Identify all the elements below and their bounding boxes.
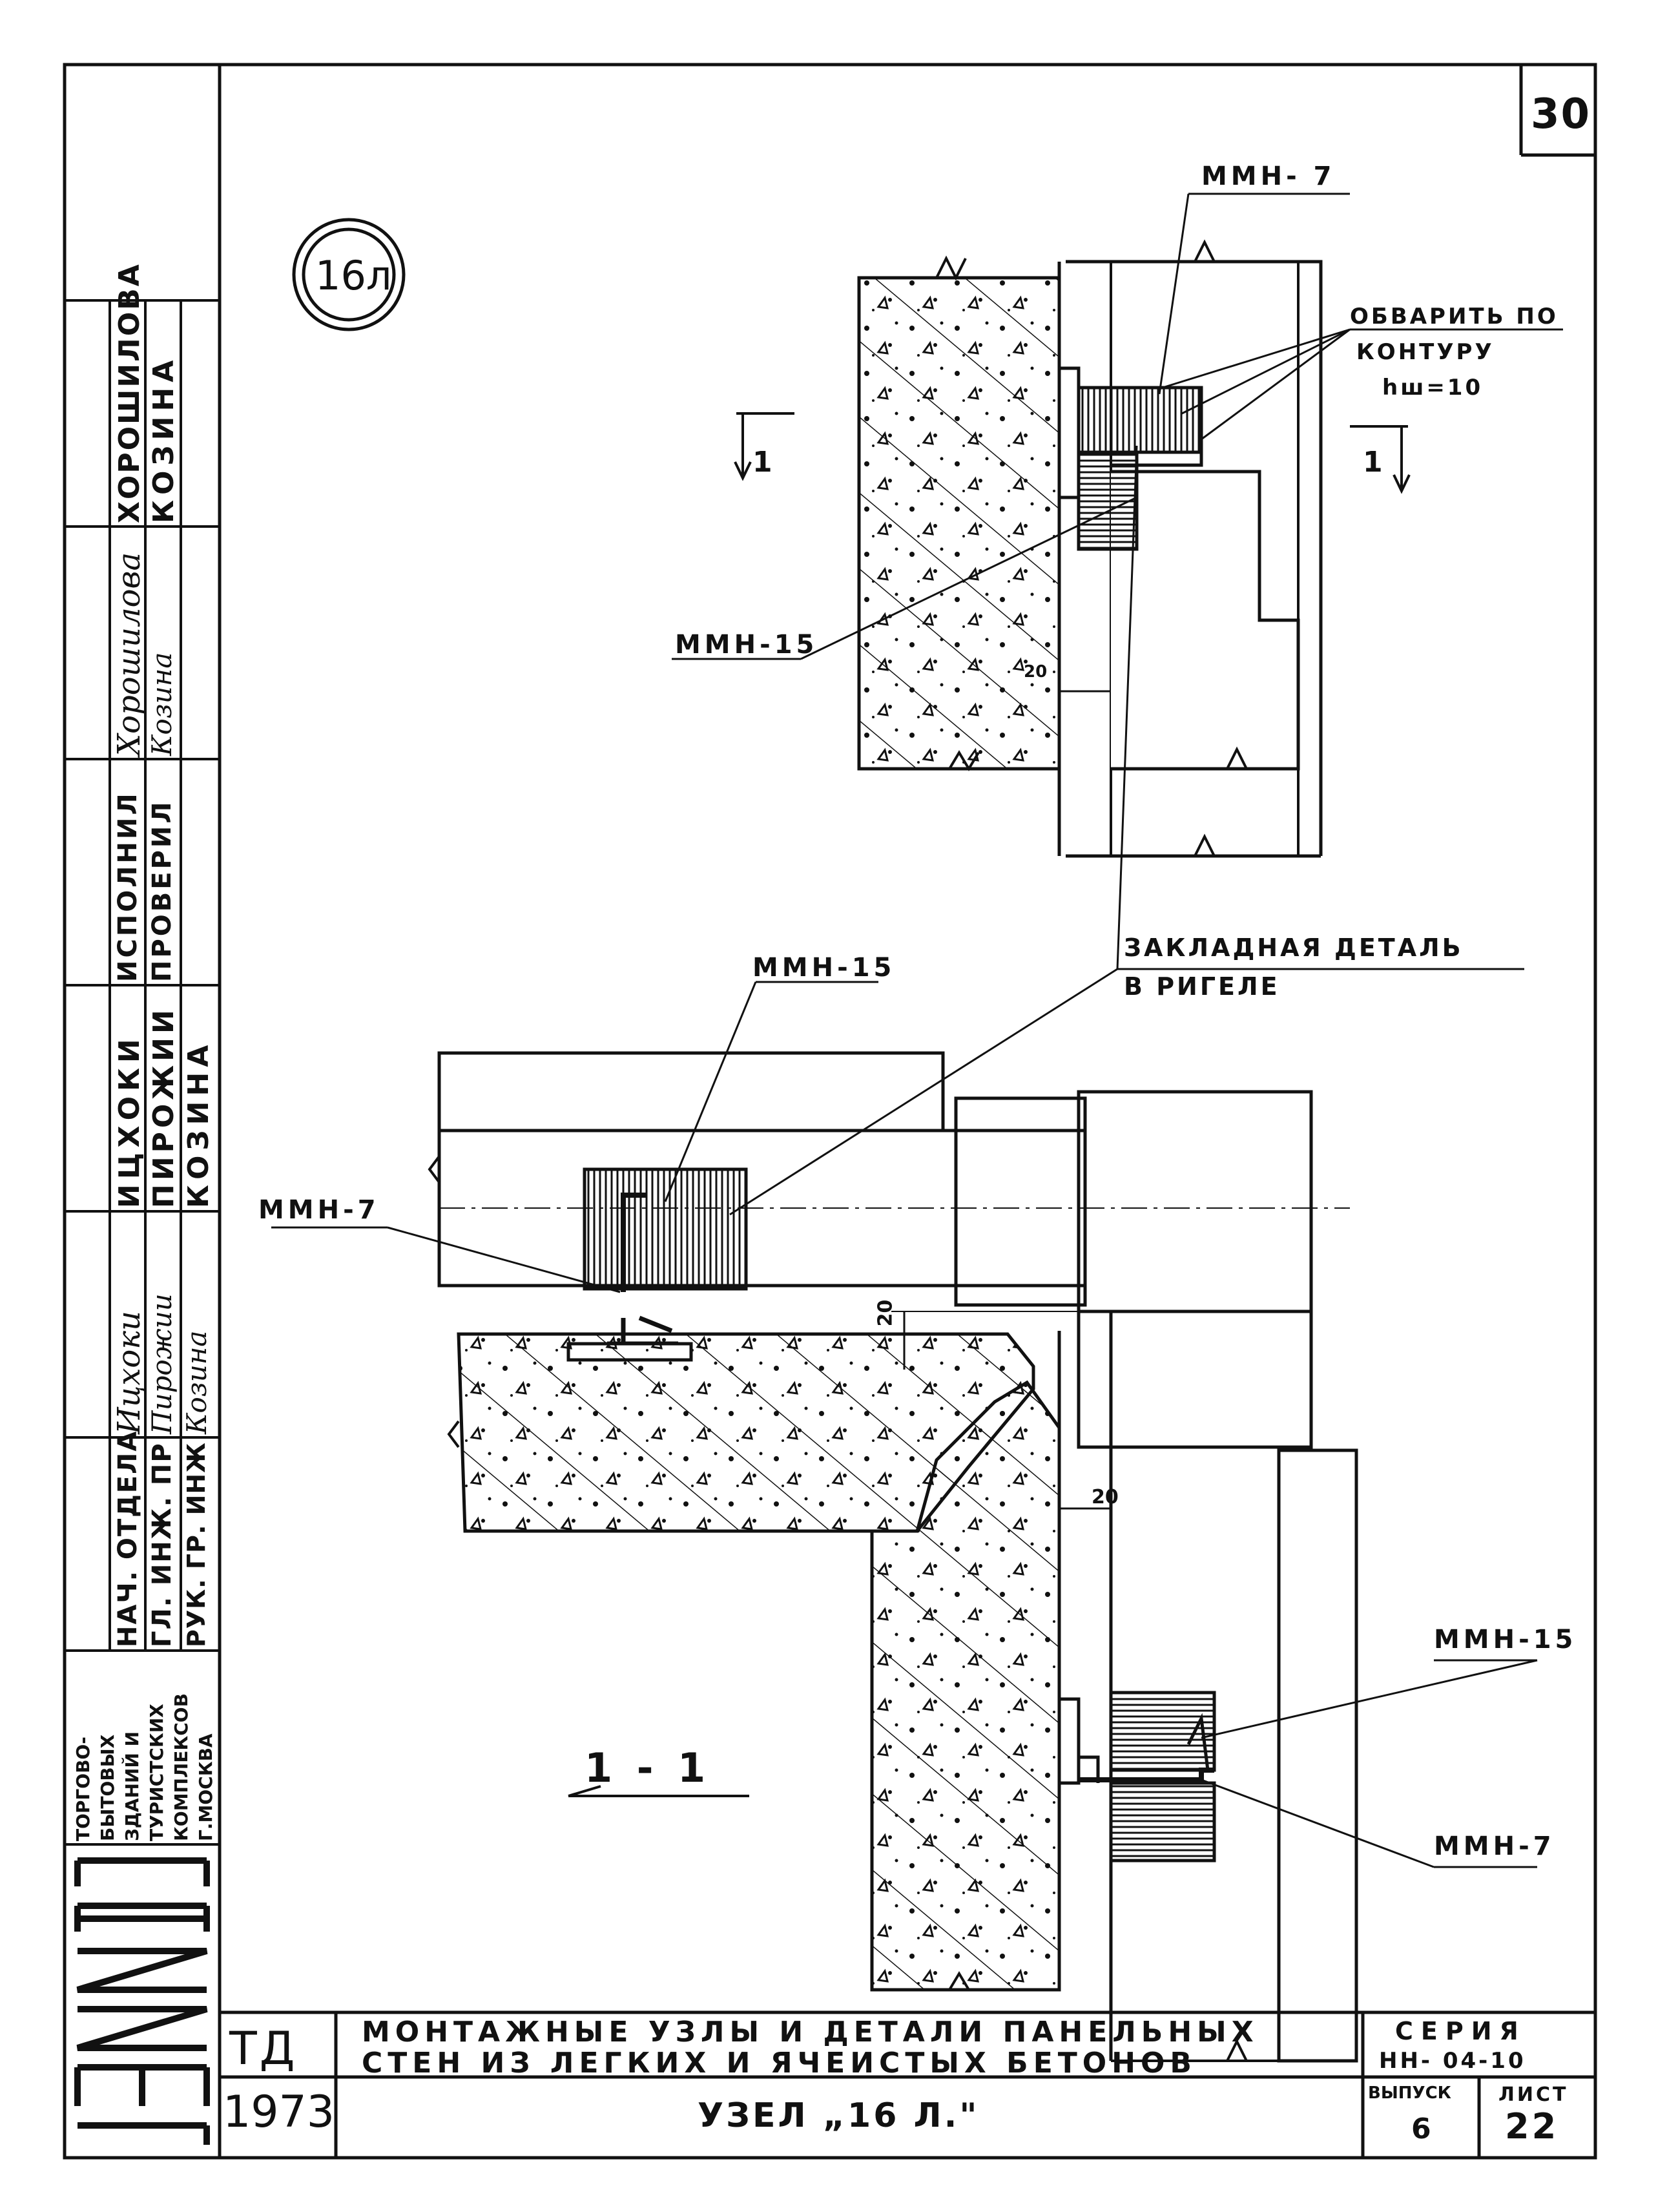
org-line-1: ТОРГОВО-	[72, 1737, 94, 1841]
section-title: 1 - 1	[585, 1744, 711, 1791]
series-value: НН- 04-10	[1379, 2048, 1526, 2074]
issue-value: 6	[1411, 2113, 1434, 2145]
signature-3: Ицхоки	[111, 1311, 147, 1434]
embedded-part-line2: В РИГЕЛЕ	[1124, 972, 1280, 1001]
embedded-part-line1: ЗАКЛАДНАЯ ДЕТАЛЬ	[1124, 934, 1464, 962]
top-detail	[672, 193, 1563, 970]
label-mmn7-top: ММН- 7	[1201, 162, 1336, 191]
section-detail	[271, 968, 1538, 2063]
title-block-grid	[220, 2010, 1595, 2158]
label-mmn15-top: ММН-15	[675, 630, 818, 660]
issue-label: ВЫПУСК	[1368, 2083, 1451, 2103]
series-label: СЕРИЯ	[1395, 2017, 1526, 2045]
node-badge: 16л	[315, 252, 392, 299]
section-mark-right: 1	[1363, 446, 1385, 479]
doc-year: 1973	[223, 2087, 335, 2138]
sheet-value: 22	[1505, 2106, 1559, 2147]
node-subtitle: УЗЕЛ „16 Л."	[698, 2096, 980, 2135]
title-line2: СТЕН ИЗ ЛЕГКИХ И ЯЧЕИСТЫХ БЕТОНОВ	[362, 2047, 1197, 2080]
label-mmn15-mid: ММН-15	[752, 953, 896, 983]
institute-logo	[74, 1857, 210, 2145]
org-line-5: КОМПЛЕКСОВ	[171, 1693, 192, 1841]
doc-code: ТД	[229, 2022, 298, 2075]
sheet-label: ЛИСТ	[1498, 2083, 1569, 2106]
weld-note-line2: КОНТУРУ	[1356, 339, 1495, 365]
weld-note-line1: ОБВАРИТЬ ПО	[1350, 304, 1559, 329]
stamp-role-head: НАЧ. ОТДЕЛА	[113, 1430, 143, 1647]
label-mmn7-mid: ММН-7	[258, 1195, 380, 1225]
stamp-name-kozina-2: КОЗИНА	[182, 1039, 215, 1208]
signature-4: Пирожии	[146, 1293, 178, 1434]
stamp-role-chief-engineer: ГЛ. ИНЖ. ПР	[147, 1442, 177, 1647]
stamp-role-group-lead: РУК. ГР. ИНЖ	[182, 1442, 211, 1647]
stamp-name-pirozhii: ПИРОЖИИ	[147, 1006, 180, 1208]
stamp-role-executed: ИСПОЛНИЛ	[113, 791, 143, 982]
org-line-6: Г.МОСКВА	[195, 1733, 216, 1841]
signature-5: Козина	[181, 1330, 212, 1434]
section-mark-left: 1	[752, 446, 775, 479]
weld-note-line3: hш=10	[1382, 375, 1484, 401]
org-line-4: ТУРИСТСКИХ	[146, 1704, 167, 1841]
title-line1: МОНТАЖНЫЕ УЗЛЫ И ДЕТАЛИ ПАНЕЛЬНЫХ	[362, 2016, 1259, 2049]
org-line-3: ЗДАНИЙ И	[121, 1731, 143, 1841]
sheet-number: 30	[1531, 90, 1591, 138]
stamp-name-khoroshilova: ХОРОШИЛОВА	[113, 262, 146, 523]
org-line-2: БЫТОВЫХ	[97, 1734, 118, 1841]
label-mmn15-bottom: ММН-15	[1434, 1625, 1577, 1654]
stamp-role-checked: ПРОВЕРИЛ	[147, 799, 177, 982]
gap-20-right: 20	[1092, 1486, 1119, 1508]
stamp-name-itskhoki: ИЦХОКИ	[113, 1034, 146, 1208]
gap-20-mid: 20	[874, 1299, 897, 1327]
signature-1: Хорошилова	[111, 552, 147, 756]
gap-20-top: 20	[1024, 662, 1048, 682]
signature-2: Козина	[146, 652, 178, 756]
node-badge-circle	[292, 218, 406, 331]
side-stamp-grid	[65, 299, 220, 1846]
sheet-frame	[63, 63, 1597, 2160]
label-mmn7-bottom: ММН-7	[1434, 1831, 1555, 1861]
stamp-name-kozina-1: КОЗИНА	[147, 355, 180, 523]
